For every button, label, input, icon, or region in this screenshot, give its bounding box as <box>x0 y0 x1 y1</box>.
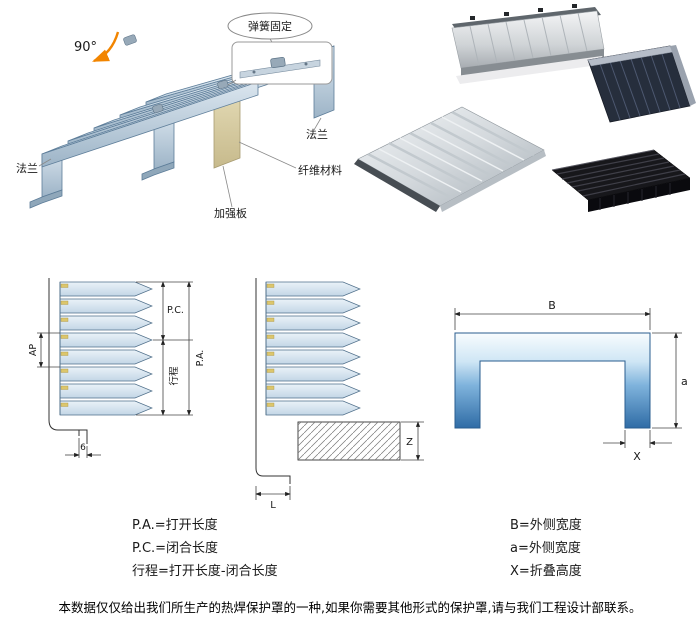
spring-callout-label: 弹簧固定 <box>248 19 292 33</box>
fiber-material-label: 纤维材料 <box>298 163 342 177</box>
product-photos <box>354 4 696 212</box>
legend-left-column: P.A.=打开长度 P.C.=闭合长度 行程=打开长度-闭合长度 <box>132 514 278 583</box>
legend-item-x: X=折叠高度 <box>510 564 582 579</box>
flange-left-label: 法兰 <box>16 161 38 175</box>
dimension-lines <box>454 308 682 448</box>
dimension-lines <box>37 281 193 458</box>
u-channel-shape <box>454 332 651 429</box>
product-photo-black-bellows <box>551 149 691 212</box>
flange-right-label: 法兰 <box>306 127 328 141</box>
rotate-arrow-icon <box>92 31 120 63</box>
legend-item-pc: P.C.=闭合长度 <box>132 541 219 556</box>
reinforcement-plate-label: 加强板 <box>214 206 247 220</box>
drawing-cross-section: B a X <box>454 299 688 463</box>
label-leaders <box>38 117 322 208</box>
seal-strips <box>266 283 275 407</box>
dim-stroke-label: 行程 <box>168 366 180 386</box>
dim-pc-label: P.C. <box>167 305 184 316</box>
dim-ap-label: AP <box>28 344 39 356</box>
outer-profile <box>255 278 291 484</box>
spring-detail-drawing <box>239 56 321 79</box>
outer-profile <box>48 278 88 444</box>
dimension-lines <box>255 421 424 500</box>
segment-stack <box>59 281 153 416</box>
seal-strips <box>60 283 69 407</box>
machine-way-hatch <box>298 422 400 460</box>
footer-note: 本数据仅仅给出我们所生产的热焊保护罩的一种,如果你需要其他形式的保护罩,请与我们… <box>58 600 642 615</box>
dim-b-label: B <box>548 299 556 312</box>
dim-a-label: a <box>681 375 688 388</box>
product-photo-louvered-cover <box>354 106 546 212</box>
dim-six-label: 6 <box>80 443 86 453</box>
segment-stack <box>265 281 361 416</box>
legend-item-stroke: 行程=打开长度-闭合长度 <box>132 564 278 579</box>
dim-x-label: X <box>633 450 641 463</box>
legend-item-pa: P.A.=打开长度 <box>132 518 218 533</box>
drawing-open-section: AP P.C. 行程 P.A. 6 <box>28 278 206 458</box>
dim-l-label: L <box>270 500 276 511</box>
legend-right-column: B=外侧宽度 a=外侧宽度 X=折叠高度 <box>510 514 582 583</box>
drawing-section-with-way: Z L <box>255 278 424 511</box>
legend-item-b: B=外侧宽度 <box>510 518 582 533</box>
product-photo-framed-bellows <box>587 45 696 123</box>
isometric-illustration: 90° 弹簧固定 法兰 法兰 纤维材料 加强板 <box>16 12 342 220</box>
product-photo-telescopic-cover <box>451 4 606 84</box>
dim-z-label: Z <box>406 437 413 448</box>
dim-pa-label: P.A. <box>195 350 206 367</box>
angle-label: 90° <box>74 40 97 55</box>
legend-item-a: a=外侧宽度 <box>510 541 581 556</box>
